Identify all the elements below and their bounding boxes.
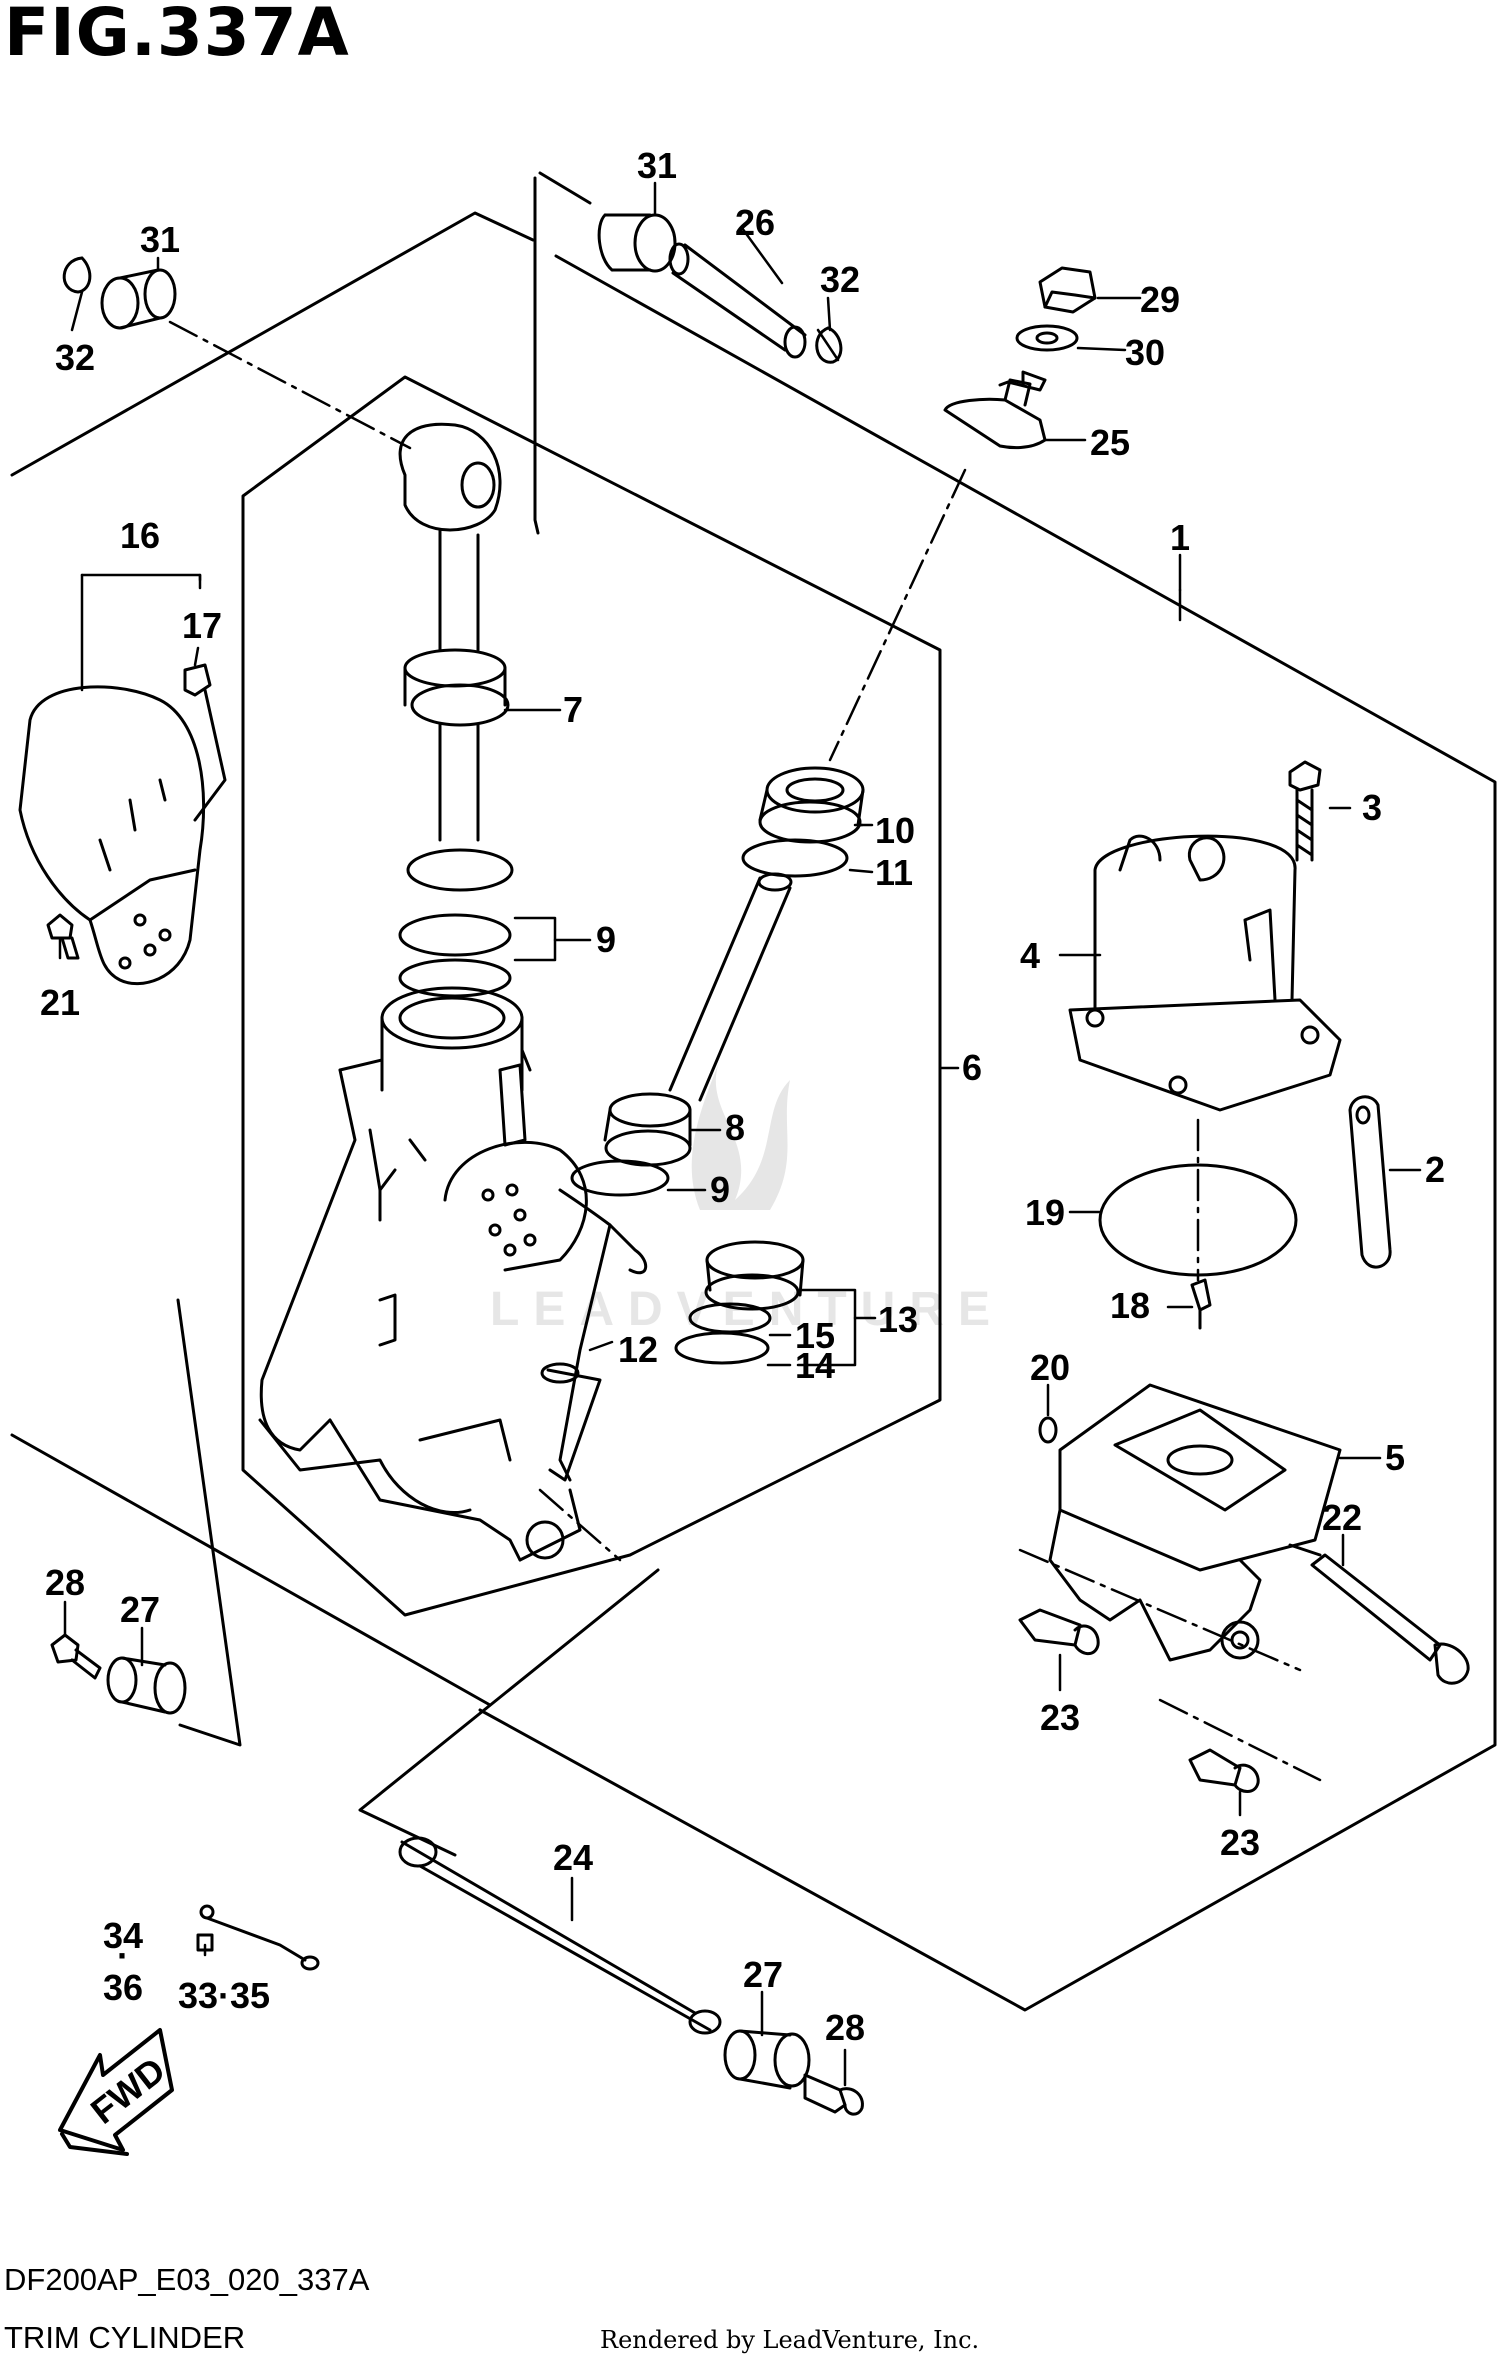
- group-outline-1: [10, 211, 1497, 2012]
- callout-7: 7: [563, 689, 583, 730]
- part-16-cover: [18, 685, 206, 986]
- callout-21: 21: [40, 982, 80, 1023]
- credit-text: Rendered by LeadVenture, Inc.: [600, 2326, 980, 2354]
- callout-25: 25: [1090, 422, 1130, 463]
- callout-31-left: 31: [140, 219, 180, 260]
- section-name: TRIM CYLINDER: [4, 2320, 246, 2355]
- callout-34: 34: [103, 1915, 143, 1956]
- part-27-bushing-bottom: [723, 2029, 811, 2090]
- part-9-orings-upper: [398, 848, 514, 998]
- part-30-washer: [1015, 324, 1079, 352]
- part-3-bolt: [1288, 760, 1322, 862]
- part-32-circlip-top: [815, 326, 843, 364]
- part-31-bushing-top: [597, 213, 677, 273]
- bracket-top: [533, 171, 592, 535]
- callout-28-bottom: 28: [825, 2007, 865, 2048]
- group-outline-6: [241, 375, 942, 1617]
- callout-27-left: 27: [120, 1589, 160, 1630]
- fwd-arrow-icon: FWD: [58, 2028, 174, 2156]
- callout-17: 17: [182, 605, 222, 646]
- part-5-pump: [1048, 1383, 1342, 1662]
- callout-4: 4: [1020, 935, 1040, 976]
- part-23-bolt-a: [1018, 1608, 1100, 1656]
- part-12-tube: [540, 1362, 602, 1482]
- callout-3: 3: [1362, 787, 1382, 828]
- part-8-piston: [603, 872, 793, 1167]
- part-32-circlip-left: [62, 256, 92, 294]
- callout-16: 16: [120, 515, 160, 556]
- figure-title: FIG.337A: [4, 0, 350, 71]
- part-31-bushing-left: [100, 268, 177, 330]
- callout-23-b: 23: [1220, 1822, 1260, 1863]
- callout-10: 10: [875, 810, 915, 851]
- callout-8: 8: [725, 1107, 745, 1148]
- callout-15: 15: [795, 1315, 835, 1356]
- callout-20: 20: [1030, 1347, 1070, 1388]
- callout-33-35: 33·35: [178, 1975, 270, 2016]
- part-11-oring: [741, 838, 849, 878]
- part-7-piston-rod: [398, 422, 510, 842]
- callout-32-left: 32: [55, 337, 95, 378]
- callout-23-a: 23: [1040, 1697, 1080, 1738]
- callout-9-upper: 9: [596, 919, 616, 960]
- part-25-valve: [943, 370, 1047, 450]
- watermark: LEADVENTURE: [490, 1060, 990, 1336]
- part-17-connector: [183, 663, 227, 822]
- cylinder-body: [258, 986, 648, 1562]
- part-18-pin: [1190, 1278, 1212, 1330]
- callout-14: 14: [795, 1345, 835, 1386]
- callout-13: 13: [878, 1299, 918, 1340]
- leader-lines: [58, 181, 1422, 2087]
- part-9-oring-lower: [570, 1159, 670, 1197]
- callout-29: 29: [1140, 279, 1180, 320]
- callout-6: 6: [962, 1047, 982, 1088]
- callout-28-left: 28: [45, 1562, 85, 1603]
- part-10-plug: [758, 766, 865, 844]
- part-2-clip: [1348, 1095, 1392, 1269]
- callout-27-bottom: 27: [743, 1954, 783, 1995]
- part-26-pin: [668, 242, 807, 359]
- callout-5: 5: [1385, 1437, 1405, 1478]
- callout-2: 2: [1425, 1149, 1445, 1190]
- callout-labels: 31 26 32 31 32 29 30 25 1 16 17 21 7 9 1…: [40, 145, 1445, 2048]
- part-24-pin: [398, 1836, 722, 2035]
- part-29-nut: [1038, 266, 1097, 314]
- centerlines: [168, 320, 1322, 1782]
- model-code: DF200AP_E03_020_337A: [4, 2262, 370, 2297]
- callout-30: 30: [1125, 332, 1165, 373]
- callout-24: 24: [553, 1837, 593, 1878]
- callout-19: 19: [1025, 1192, 1065, 1233]
- callout-11: 11: [875, 852, 913, 893]
- part-4-motor: [1068, 834, 1342, 1112]
- callout-36: 36: [103, 1967, 143, 2008]
- callout-18: 18: [1110, 1285, 1150, 1326]
- callout-31-top: 31: [637, 145, 677, 186]
- callout-22: 22: [1322, 1497, 1362, 1538]
- part-20-oring: [1038, 1416, 1058, 1444]
- part-22-bolt: [1310, 1553, 1470, 1685]
- part-27-bushing-left: [106, 1656, 187, 1715]
- part-23-bolt-b: [1188, 1748, 1260, 1793]
- callout-9-lower: 9: [710, 1169, 730, 1210]
- callout-35-dot: ·: [117, 1935, 129, 1976]
- callout-1: 1: [1170, 517, 1190, 558]
- watermark-flame-icon: [691, 1060, 790, 1210]
- bracket-left: [176, 1298, 242, 1747]
- part-19-oring: [1098, 1163, 1298, 1277]
- part-14-oring: [674, 1331, 770, 1365]
- part-33-ground-strap: [196, 1904, 320, 1971]
- callout-26: 26: [735, 202, 775, 243]
- callout-32-top: 32: [820, 259, 860, 300]
- part-28-bolt-left: [50, 1633, 102, 1680]
- part-28-bolt-bottom: [803, 2073, 864, 2116]
- callout-12: 12: [618, 1329, 658, 1370]
- part-21-screw: [46, 913, 80, 960]
